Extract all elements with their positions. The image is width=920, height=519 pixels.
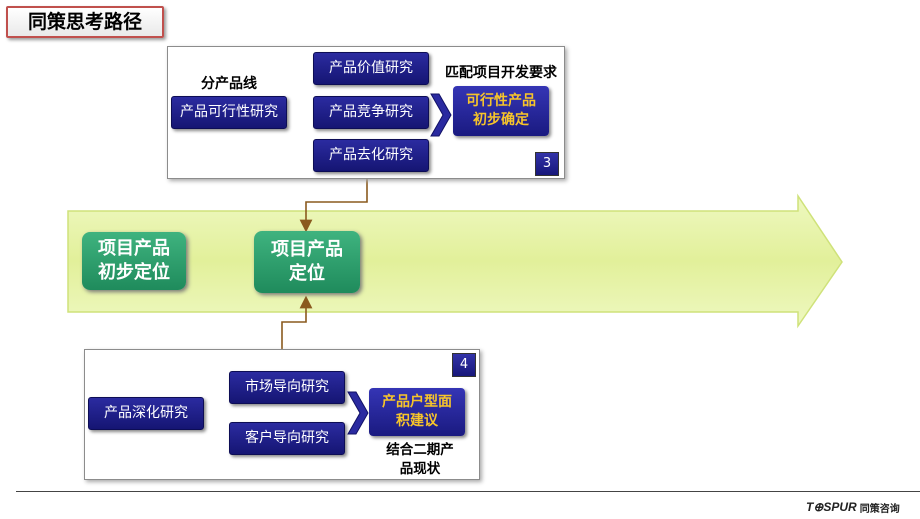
company-name: 同策咨询 (859, 503, 900, 515)
stage-positioning: 项目产品 定位 (254, 231, 360, 293)
match-requirements-label: 匹配项目开发要求 (445, 65, 557, 81)
note-line-1: 结合二期产 (386, 442, 454, 458)
note-line-2: 品现状 (399, 461, 441, 477)
stage1-line-1: 项目产品 (98, 238, 170, 259)
footer-brand: T⊕SPUR 同策咨询 (806, 499, 918, 515)
result-line-1: 可行性产品 (466, 93, 536, 109)
stage1-line-2: 初步定位 (98, 262, 170, 283)
bottom-chevron-icon (347, 391, 369, 435)
branch-label: 分产品线 (201, 76, 257, 92)
result-line-2: 初步确定 (473, 112, 529, 128)
market-study-box: 市场导向研究 (229, 371, 345, 404)
customer-study-box: 客户导向研究 (229, 422, 345, 455)
top-chevron-icon (430, 93, 452, 137)
feasibility-study-box: 产品可行性研究 (171, 96, 287, 129)
footer-divider (16, 491, 920, 492)
stage2-line-1: 项目产品 (271, 239, 343, 260)
value-study-box: 产品价值研究 (313, 52, 429, 85)
stage-initial-positioning: 项目产品 初步定位 (82, 232, 186, 290)
feasible-product-result: 可行性产品 初步确定 (453, 86, 549, 136)
competition-study-box: 产品竞争研究 (313, 96, 429, 129)
phase-two-note: 结合二期产 品现状 (372, 441, 468, 479)
page-title: 同策思考路径 (6, 6, 164, 38)
absorption-study-box: 产品去化研究 (313, 139, 429, 172)
result2-line-2: 积建议 (396, 413, 438, 429)
result2-line-1: 产品户型面 (382, 394, 452, 410)
step-number-4: 4 (452, 353, 476, 377)
step-number-3: 3 (535, 152, 559, 176)
unit-area-result: 产品户型面 积建议 (369, 388, 465, 436)
company-logo: T⊕SPUR (806, 500, 857, 514)
stage2-line-2: 定位 (289, 263, 325, 284)
deepening-study-box: 产品深化研究 (88, 397, 204, 430)
